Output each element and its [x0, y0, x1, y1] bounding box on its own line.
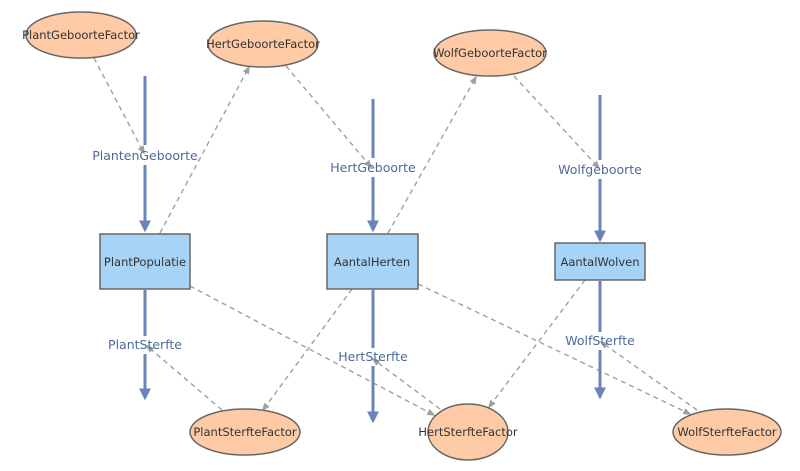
link-hertgeboortefactor-to-hertgeboorte [285, 65, 373, 169]
link-plantgeboortefactor-to-plantengeboorte [93, 57, 145, 155]
link-aantalherten-to-wolfsterftefactor [417, 283, 692, 415]
factor-hertgeboortefactor-ellipse[interactable] [207, 20, 319, 68]
factor-wolfgeboortefactor-ellipse[interactable] [433, 29, 547, 77]
stock-aantalherten[interactable]: AantalHerten [326, 233, 419, 290]
flow-label-wolfsterfte: WolfSterfte [565, 333, 635, 348]
factor-hertgeboortefactor[interactable]: HertGeboorteFactor [206, 20, 320, 68]
factor-plantgeboortefactor-ellipse[interactable] [25, 11, 137, 59]
stocks-group: PlantPopulatie AantalHerten AantalWolven [99, 233, 646, 290]
stock-plantpopulatie-label: PlantPopulatie [104, 255, 186, 269]
factor-hertsterftefactor-label: HertSterfteFactor [418, 425, 517, 439]
link-plantsterftefactor-to-plantsterfte [145, 344, 223, 411]
factor-wolfsterftefactor-label: WolfSterfteFactor [677, 425, 776, 439]
factors-group: PlantGeboorteFactor HertGeboorteFactor W… [22, 11, 782, 461]
stock-aantalherten-label: AantalHerten [334, 255, 410, 269]
flow-label-hertgeboorte: HertGeboorte [330, 160, 416, 175]
link-hertsterftefactor-to-hertsterfte [371, 357, 441, 410]
link-wolfsterftefactor-to-wolfsterfte [599, 341, 698, 411]
factor-plantsterftefactor-ellipse[interactable] [189, 408, 301, 456]
link-plantpopulatie-to-hertsterftefactor [189, 285, 436, 416]
stock-aantalwolven-box[interactable] [554, 242, 646, 281]
stock-plantpopulatie[interactable]: PlantPopulatie [99, 233, 191, 290]
flow-label-plantsterfte: PlantSterfte [108, 337, 182, 352]
flow-labels-group: PlantenGeboorte PlantSterfte HertGeboort… [92, 148, 642, 364]
link-plantpopulatie-to-hertgeboortefactor [159, 65, 250, 234]
flow-label-hertsterfte: HertSterfte [338, 349, 408, 364]
factor-plantsterftefactor-label: PlantSterfteFactor [193, 425, 296, 439]
factor-plantgeboortefactor[interactable]: PlantGeboorteFactor [22, 11, 140, 59]
factor-wolfgeboortefactor[interactable]: WolfGeboorteFactor [433, 29, 547, 77]
factor-hertgeboortefactor-label: HertGeboorteFactor [206, 37, 320, 51]
stock-plantpopulatie-box[interactable] [99, 233, 191, 290]
factor-wolfsterftefactor-ellipse[interactable] [672, 408, 782, 456]
factor-hertsterftefactor[interactable]: HertSterfteFactor [418, 403, 518, 461]
flows-group [139, 76, 606, 424]
flow-label-plantengeboorte: PlantenGeboorte [92, 148, 198, 163]
factor-wolfgeboortefactor-label: WolfGeboorteFactor [433, 46, 547, 60]
factor-plantsterftefactor[interactable]: PlantSterfteFactor [189, 408, 301, 456]
link-wolfgeboortefactor-to-wolfgeboorte [513, 75, 601, 170]
flow-label-wolfgeboorte: Wolfgeboorte [558, 162, 642, 177]
stock-aantalwolven-label: AantalWolven [560, 255, 639, 269]
link-aantalherten-to-plantsterftefactor [262, 288, 353, 412]
links-group [93, 57, 698, 416]
link-aantalherten-to-wolfgeboortefactor [387, 75, 477, 234]
factor-plantgeboortefactor-label: PlantGeboorteFactor [22, 28, 140, 42]
stock-aantalwolven[interactable]: AantalWolven [554, 242, 646, 281]
factor-hertsterftefactor-ellipse[interactable] [427, 403, 509, 461]
stock-aantalherten-box[interactable] [326, 233, 419, 290]
factor-wolfsterftefactor[interactable]: WolfSterfteFactor [672, 408, 782, 456]
